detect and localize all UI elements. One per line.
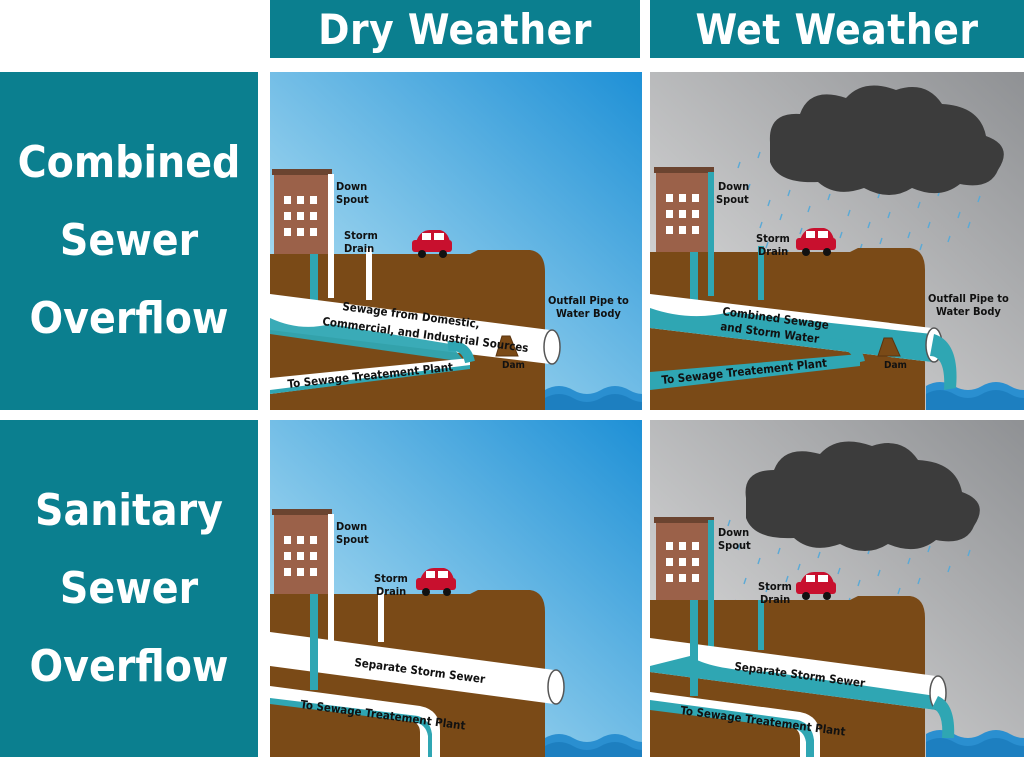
svg-text:Drain: Drain <box>376 585 406 598</box>
label-down-spout: Down <box>336 180 367 193</box>
panel-combined-dry: Down Spout Storm Drain Outfall Pipe to W… <box>270 72 642 410</box>
row-label-line: Overflow <box>29 293 229 344</box>
column-header-dry-weather: Dry Weather <box>270 0 640 58</box>
row-label-line: Sanitary <box>35 484 223 536</box>
label-storm-drain: Storm <box>756 232 790 245</box>
row-label-sanitary-sewer-overflow: Sanitary Sewer Overflow <box>0 420 258 757</box>
down-spout-pipe <box>328 514 334 642</box>
overflow-stream <box>930 334 957 390</box>
building-windows <box>284 196 317 236</box>
car-icon <box>412 230 452 258</box>
row-label-line: Sewer <box>59 215 199 266</box>
storm-cloud <box>769 85 1004 195</box>
separate-storm-sewer-pipe <box>270 632 554 704</box>
label-storm-drain: Storm <box>344 229 378 242</box>
storm-drain-pipe <box>378 590 384 642</box>
row-label-line: Overflow <box>29 640 229 692</box>
label-down-spout: Down <box>718 526 749 539</box>
down-spout-pipe <box>708 520 714 648</box>
label-down-spout: Down <box>336 520 367 533</box>
panel-sanitary-wet: Down Spout Storm Drain Separate Storm Se… <box>650 420 1024 757</box>
column-header-dry-label: Dry Weather <box>318 4 592 54</box>
label-dam: Dam <box>884 360 907 371</box>
storm-drain-pipe <box>366 248 372 300</box>
label-outfall: Outfall Pipe to <box>548 294 629 307</box>
storm-cloud <box>745 441 980 551</box>
row-label-line: Combined <box>17 137 241 188</box>
dam <box>877 337 901 357</box>
svg-text:Spout: Spout <box>336 193 369 206</box>
label-outfall: Outfall Pipe to <box>928 292 1009 305</box>
svg-text:Water Body: Water Body <box>936 305 1001 318</box>
svg-text:Spout: Spout <box>718 539 751 552</box>
storm-drain-pipe <box>758 246 764 300</box>
row-label-combined-sewer-overflow: Combined Sewer Overflow <box>0 72 258 410</box>
down-spout-pipe <box>708 172 714 296</box>
label-storm-drain: Storm <box>374 572 408 585</box>
combined-sewer-pipe <box>270 294 550 364</box>
svg-text:Spout: Spout <box>336 533 369 546</box>
label-down-spout: Down <box>718 180 749 193</box>
row-label-line: Sewer <box>59 562 199 614</box>
pipe-to-plant <box>650 354 860 390</box>
svg-text:Water Body: Water Body <box>556 307 621 320</box>
panel-sanitary-dry: Down Spout Storm Drain Separate Storm Se… <box>270 420 642 757</box>
car-icon <box>796 572 836 600</box>
svg-text:Drain: Drain <box>344 242 374 255</box>
label-dam: Dam <box>502 360 525 371</box>
panel-combined-wet: Down Spout Storm Drain Outfall Pipe to W… <box>650 72 1024 410</box>
column-header-wet-label: Wet Weather <box>695 4 979 54</box>
svg-text:Spout: Spout <box>716 193 749 206</box>
storm-drain-pipe <box>758 600 764 650</box>
car-icon <box>796 228 836 256</box>
svg-text:Drain: Drain <box>758 245 788 258</box>
label-storm-drain: Storm <box>758 580 792 593</box>
car-icon <box>416 568 456 596</box>
overflow-stream <box>932 696 955 738</box>
dam <box>495 335 519 357</box>
column-header-wet-weather: Wet Weather <box>650 0 1024 58</box>
down-spout-pipe <box>328 174 334 298</box>
svg-text:Drain: Drain <box>760 593 790 606</box>
